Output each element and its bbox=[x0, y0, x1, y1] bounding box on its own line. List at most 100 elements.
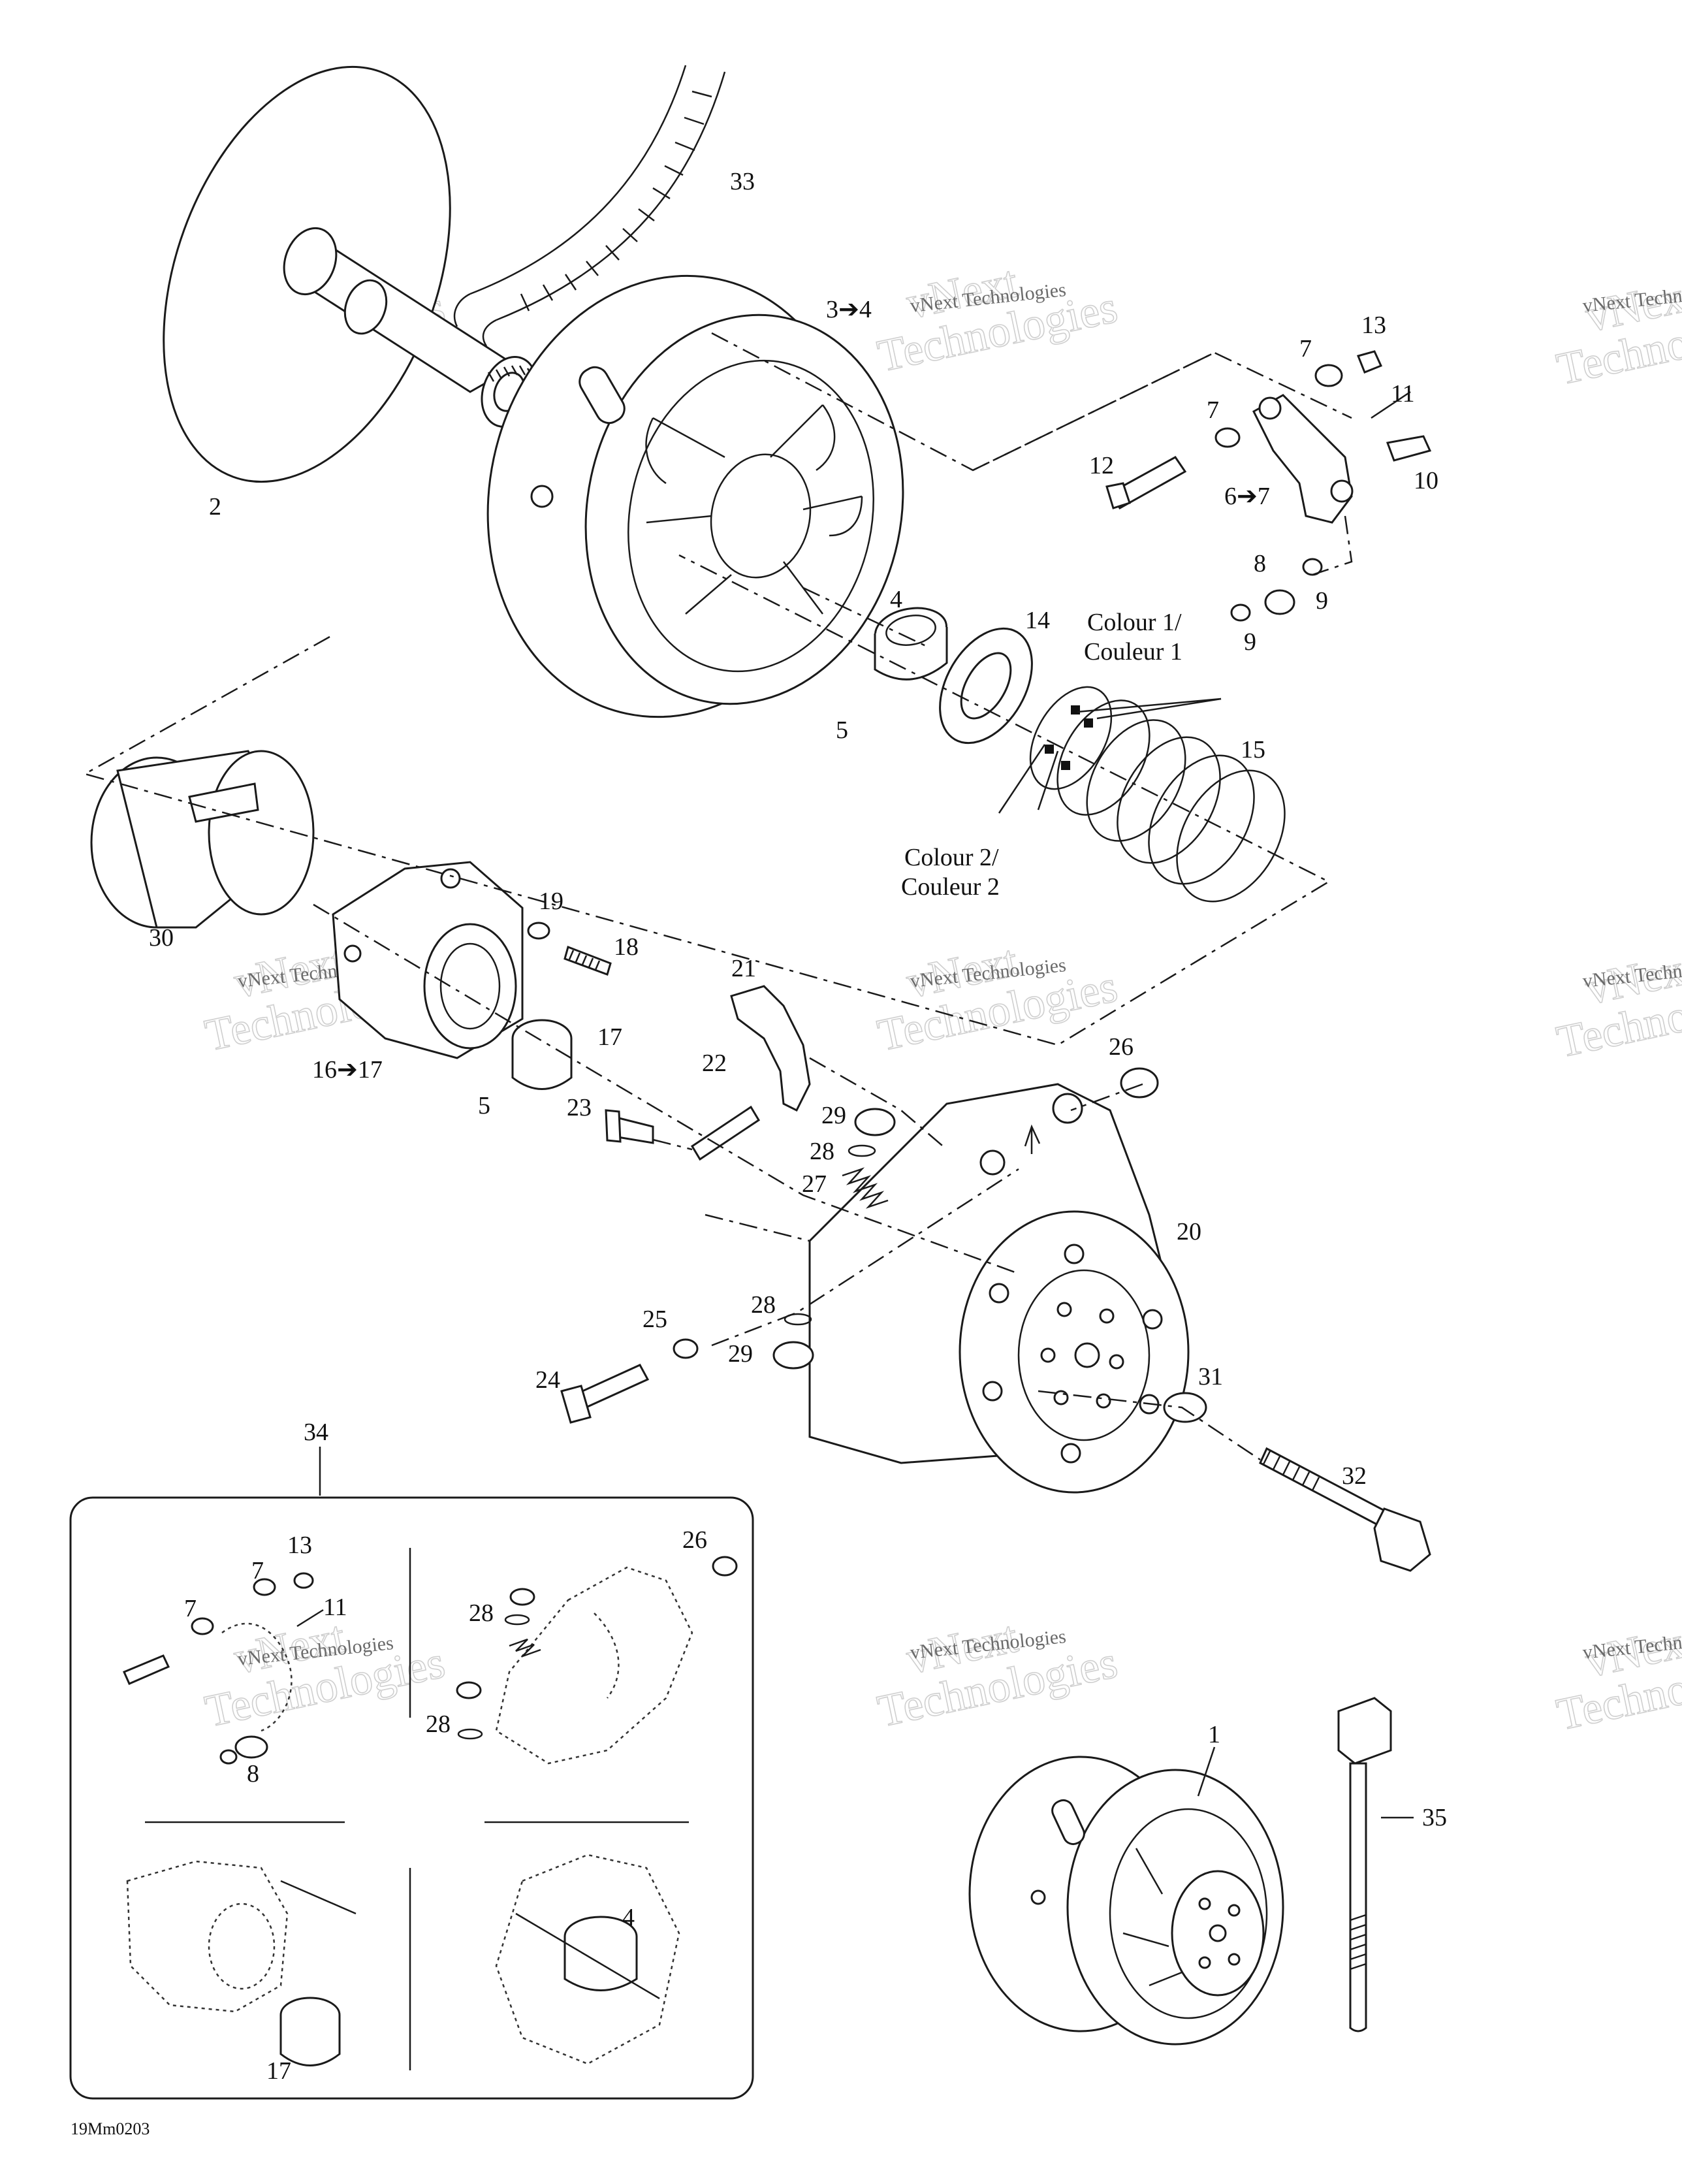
watermark-6: vNext Technologies bbox=[873, 1611, 1122, 1738]
callout-27: 27 bbox=[802, 1170, 827, 1198]
colour-1-label-en: Colour 1/ bbox=[1087, 609, 1182, 636]
callout-1: 1 bbox=[1208, 1721, 1220, 1748]
colour-2-label-fr: Couleur 2 bbox=[901, 873, 1000, 901]
part-7-washer-b bbox=[1314, 364, 1343, 387]
part-20-governor-cup bbox=[808, 1083, 1190, 1494]
watermark-8: vNext Technologies bbox=[1552, 942, 1682, 1068]
callout-35: 35 bbox=[1422, 1804, 1447, 1831]
part-15-spring bbox=[1029, 686, 1286, 903]
callout-28b: 28 bbox=[751, 1291, 776, 1319]
callout-29a: 29 bbox=[821, 1102, 846, 1129]
part-9-washer-a bbox=[1230, 603, 1251, 622]
callout-5b: 5 bbox=[478, 1092, 490, 1119]
part-31-washer bbox=[1163, 1392, 1207, 1423]
inset-cup-detail bbox=[456, 1556, 738, 1765]
part-29-cap-b bbox=[772, 1341, 814, 1370]
colour-1-label-fr: Couleur 1 bbox=[1084, 638, 1182, 666]
part-10-pin bbox=[1386, 435, 1432, 462]
part-7-washer-a bbox=[1214, 427, 1241, 448]
drawing-code: 19Mm0203 bbox=[71, 2119, 150, 2138]
callout-16-17: 16➔17 bbox=[312, 1056, 383, 1084]
inset-callout-13: 13 bbox=[287, 1532, 312, 1559]
callout-5a: 5 bbox=[836, 716, 848, 744]
callout-7a: 7 bbox=[1207, 396, 1219, 424]
inset-arm-assembly bbox=[123, 1572, 324, 1765]
callout-11: 11 bbox=[1391, 380, 1415, 408]
inset-callout-28a: 28 bbox=[469, 1599, 494, 1627]
colour-mark-4 bbox=[1061, 761, 1070, 770]
callout-3-4: 3➔4 bbox=[826, 296, 872, 323]
part-29-cap-a bbox=[854, 1108, 896, 1136]
part-16-spider bbox=[332, 861, 524, 1059]
callout-18: 18 bbox=[614, 933, 639, 961]
callout-12: 12 bbox=[1089, 452, 1114, 479]
colour-mark-3 bbox=[1045, 745, 1054, 754]
inset-bushing-detail bbox=[495, 1854, 680, 2065]
watermark-9: vNext Technologies bbox=[1552, 1614, 1682, 1741]
part-32-bolt bbox=[1259, 1447, 1431, 1572]
leader-lines bbox=[998, 698, 1222, 1797]
part-1-drive-pulley bbox=[968, 1756, 1284, 2046]
callout-25: 25 bbox=[643, 1306, 667, 1333]
watermark-4: vNext Technologies bbox=[873, 935, 1122, 1062]
inset-callout-8: 8 bbox=[247, 1760, 259, 1788]
callout-9a: 9 bbox=[1244, 628, 1256, 656]
part-21-lever bbox=[730, 985, 811, 1112]
callout-labels: 1 2 3➔4 4 5 5 6➔7 7 7 8 9 9 10 11 12 13 … bbox=[149, 168, 1447, 1831]
callout-9b: 9 bbox=[1316, 587, 1328, 615]
callout-23: 23 bbox=[567, 1094, 592, 1121]
callout-2: 2 bbox=[209, 493, 221, 521]
callout-20: 20 bbox=[1177, 1218, 1201, 1245]
inset-callout-4: 4 bbox=[622, 1904, 635, 1931]
watermark-2: vNext Technologies bbox=[873, 256, 1122, 383]
part-33-drive-belt bbox=[453, 65, 726, 347]
part-6-arm-assembly bbox=[1105, 350, 1432, 622]
part-22-pin bbox=[690, 1105, 761, 1161]
part-13-nut bbox=[1356, 350, 1383, 374]
callout-34: 34 bbox=[304, 1419, 328, 1446]
callout-32: 32 bbox=[1342, 1462, 1367, 1490]
inset-callout-28b: 28 bbox=[426, 1710, 451, 1738]
callout-30: 30 bbox=[149, 924, 174, 952]
inset-callout-7a: 7 bbox=[251, 1557, 264, 1584]
part-18-screw bbox=[563, 946, 612, 976]
part-26-nut bbox=[1120, 1067, 1159, 1099]
part-35-tool-bolt bbox=[1337, 1697, 1414, 2032]
callout-15: 15 bbox=[1241, 736, 1265, 763]
inset-callout-11: 11 bbox=[323, 1594, 347, 1621]
spring-colour-labels: Colour 1/ Couleur 1 Colour 2/ Couleur 2 bbox=[901, 609, 1182, 901]
part-23-screw bbox=[605, 1109, 654, 1144]
callout-26: 26 bbox=[1109, 1033, 1134, 1061]
colour-mark-2 bbox=[1084, 718, 1093, 728]
part-14-washer bbox=[939, 627, 1033, 745]
callout-19: 19 bbox=[539, 888, 563, 915]
callout-29b: 29 bbox=[728, 1340, 753, 1368]
part-30-cover bbox=[90, 750, 315, 929]
colour-2-label-en: Colour 2/ bbox=[904, 844, 999, 871]
part-24-bolt bbox=[560, 1364, 650, 1424]
callout-8: 8 bbox=[1254, 550, 1266, 577]
part-28-ring-b bbox=[784, 1313, 812, 1326]
callout-22: 22 bbox=[702, 1050, 727, 1077]
callout-24: 24 bbox=[535, 1366, 560, 1394]
callout-4: 4 bbox=[890, 586, 902, 613]
colour-mark-1 bbox=[1071, 705, 1080, 715]
part-2-fixed-sheave bbox=[163, 65, 538, 483]
callout-28a: 28 bbox=[810, 1138, 834, 1165]
callout-10: 10 bbox=[1414, 467, 1438, 494]
part-17-bushing bbox=[511, 1019, 573, 1090]
part-8-roller bbox=[1264, 589, 1295, 615]
callout-21: 21 bbox=[731, 955, 756, 982]
callout-17: 17 bbox=[597, 1023, 622, 1051]
callout-33: 33 bbox=[730, 168, 755, 195]
callout-6-7: 6➔7 bbox=[1224, 483, 1270, 510]
part-11-cotter bbox=[1371, 391, 1411, 419]
inset-callout-7b: 7 bbox=[184, 1595, 197, 1622]
part-27-spring bbox=[842, 1167, 889, 1209]
part-19-washer bbox=[527, 922, 550, 940]
watermark-7: vNext Technologies bbox=[1552, 269, 1682, 396]
inset-callout-26: 26 bbox=[682, 1526, 707, 1554]
assembly-lines bbox=[82, 332, 1353, 1461]
part-3-sliding-sheave bbox=[486, 274, 904, 718]
